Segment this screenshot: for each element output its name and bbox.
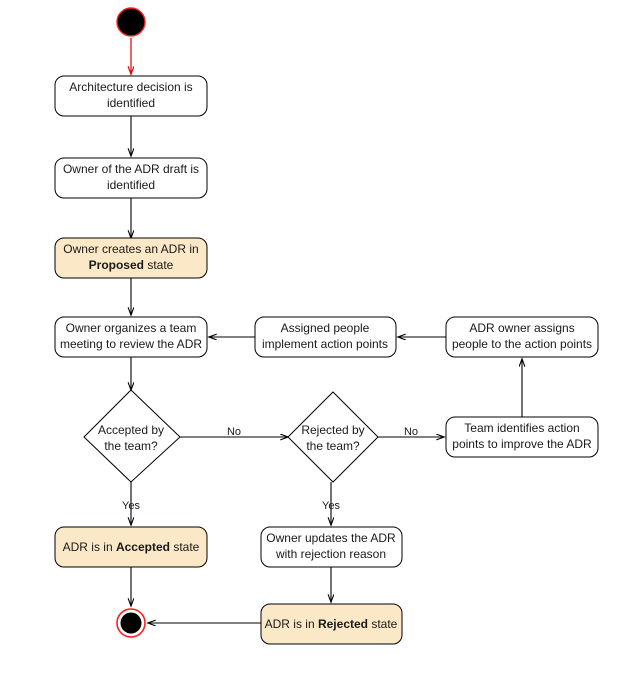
edge-label-accepted-no: No bbox=[227, 426, 241, 438]
node-assigned-people-implement-line1: Assigned people bbox=[281, 321, 370, 335]
node-adr-owner-assigns-line2: people to the action points bbox=[452, 337, 592, 351]
node-owner-organizes-meeting-box bbox=[54, 316, 208, 358]
node-assigned-people-implement-line2: implement action points bbox=[262, 337, 388, 351]
node-assigned-people-implement[interactable]: Assigned people implement action points bbox=[254, 316, 397, 358]
node-accepted-decision-diamond bbox=[83, 389, 181, 483]
node-adr-rejected-state-bold: Rejected bbox=[318, 617, 368, 631]
node-adr-rejected-state-label: ADR is in Rejected state bbox=[265, 617, 398, 631]
node-architecture-decision-line1: Architecture decision is bbox=[69, 80, 192, 94]
node-adr-accepted-state-box bbox=[54, 526, 208, 568]
node-adr-accepted-state-suffix: state bbox=[170, 540, 200, 554]
node-team-identifies-action-points-line1: Team identifies action bbox=[464, 421, 579, 435]
node-owner-organizes-meeting[interactable]: Owner organizes a team meeting to review… bbox=[54, 316, 208, 358]
end-node[interactable] bbox=[116, 608, 146, 638]
edge-labels-layer: No No Yes Yes bbox=[122, 426, 418, 512]
node-rejected-decision-line1: Rejected by bbox=[301, 423, 364, 437]
node-owner-updates-adr-line1: Owner updates the ADR bbox=[266, 531, 396, 545]
node-assigned-people-implement-box bbox=[254, 316, 397, 358]
node-rejected-decision-line2: the team? bbox=[306, 439, 360, 453]
edge-label-rejected-yes: Yes bbox=[322, 500, 340, 512]
node-adr-owner-assigns-box bbox=[445, 316, 599, 358]
node-architecture-decision[interactable]: Architecture decision is identified bbox=[54, 75, 208, 117]
node-adr-owner-assigns-line1: ADR owner assigns bbox=[469, 321, 574, 335]
node-owner-identified-line1: Owner of the ADR draft is bbox=[63, 162, 199, 176]
node-architecture-decision-box bbox=[54, 75, 208, 117]
node-rejected-decision-diamond bbox=[287, 391, 379, 483]
node-adr-accepted-state-label: ADR is in Accepted state bbox=[63, 540, 200, 554]
node-owner-identified-line2: identified bbox=[107, 178, 155, 192]
node-adr-owner-assigns[interactable]: ADR owner assigns people to the action p… bbox=[445, 316, 599, 358]
edge-label-accepted-yes: Yes bbox=[122, 500, 140, 512]
node-adr-accepted-state-bold: Accepted bbox=[116, 540, 170, 554]
node-owner-updates-adr-line2: with rejection reason bbox=[275, 547, 386, 561]
node-owner-creates-adr-state-suffix: state bbox=[144, 258, 174, 272]
node-team-identifies-action-points-box bbox=[445, 416, 599, 458]
node-owner-updates-adr-box bbox=[260, 526, 403, 568]
node-owner-creates-adr-state-bold: Proposed bbox=[89, 258, 144, 272]
node-owner-organizes-meeting-line1: Owner organizes a team bbox=[66, 321, 197, 335]
start-node[interactable] bbox=[116, 7, 146, 37]
node-architecture-decision-line2: identified bbox=[107, 96, 155, 110]
node-owner-creates-adr-line1: Owner creates an ADR in bbox=[63, 242, 198, 256]
node-adr-accepted-state[interactable]: ADR is in Accepted state bbox=[54, 526, 208, 568]
edge-label-rejected-no: No bbox=[404, 426, 418, 438]
node-owner-updates-adr[interactable]: Owner updates the ADR with rejection rea… bbox=[260, 526, 403, 568]
node-owner-organizes-meeting-line2: meeting to review the ADR bbox=[60, 337, 202, 351]
node-owner-creates-adr[interactable]: Owner creates an ADR in Proposed state bbox=[54, 237, 208, 279]
node-team-identifies-action-points-line2: points to improve the ADR bbox=[452, 437, 592, 451]
node-adr-rejected-state-prefix: ADR is in bbox=[265, 617, 318, 631]
node-adr-rejected-state-suffix: state bbox=[368, 617, 398, 631]
edges-layer bbox=[131, 38, 522, 623]
node-owner-identified[interactable]: Owner of the ADR draft is identified bbox=[54, 157, 208, 199]
node-owner-creates-adr-line2: Proposed state bbox=[89, 258, 174, 272]
node-owner-creates-adr-box bbox=[54, 237, 208, 279]
node-rejected-decision[interactable]: Rejected by the team? bbox=[287, 391, 379, 483]
node-accepted-decision[interactable]: Accepted by the team? bbox=[83, 389, 181, 483]
start-node-circle bbox=[116, 7, 146, 37]
node-team-identifies-action-points[interactable]: Team identifies action points to improve… bbox=[445, 416, 599, 458]
node-adr-accepted-state-prefix: ADR is in bbox=[63, 540, 116, 554]
node-accepted-decision-line1: Accepted by bbox=[98, 423, 164, 437]
node-accepted-decision-line2: the team? bbox=[104, 439, 158, 453]
node-owner-identified-box bbox=[54, 157, 208, 199]
node-adr-rejected-state[interactable]: ADR is in Rejected state bbox=[260, 603, 403, 645]
node-adr-rejected-state-box bbox=[260, 603, 403, 645]
end-node-inner-disc bbox=[120, 612, 142, 634]
